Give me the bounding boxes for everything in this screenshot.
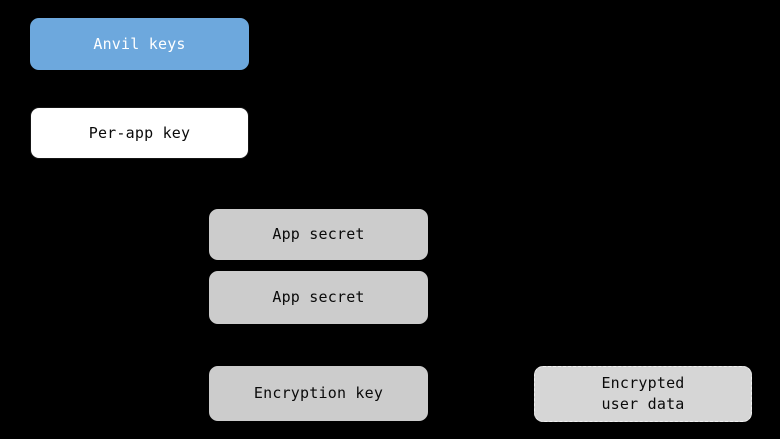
node-app-secret-second[interactable]: App secret (209, 271, 428, 324)
node-per-app-key[interactable]: Per-app key (30, 107, 249, 159)
node-encrypted-user-data-label: Encrypted user data (601, 374, 685, 413)
node-encryption-key[interactable]: Encryption key (209, 366, 428, 421)
node-app-secret-first[interactable]: App secret (209, 209, 428, 260)
node-app-secret-first-label: App secret (272, 225, 365, 244)
node-anvil-keys-label: Anvil keys (93, 34, 186, 53)
node-app-secret-second-label: App secret (272, 288, 365, 307)
node-encryption-key-label: Encryption key (253, 384, 384, 403)
node-encrypted-user-data[interactable]: Encrypted user data (534, 366, 752, 422)
node-anvil-keys[interactable]: Anvil keys (30, 18, 249, 70)
node-per-app-key-label: Per-app key (88, 123, 191, 142)
